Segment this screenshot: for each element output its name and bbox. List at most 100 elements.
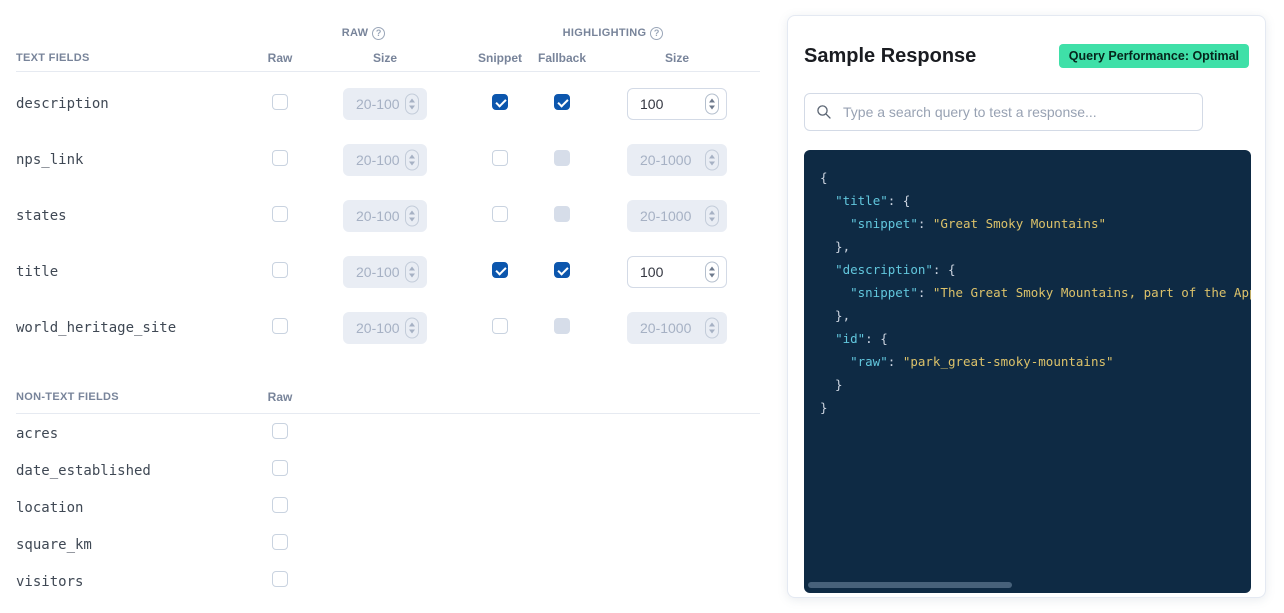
sample-response-card: Sample Response Query Performance: Optim… — [787, 15, 1266, 598]
stepper-down-icon — [409, 161, 415, 166]
non-text-fields-section-label: NON-TEXT FIELDS — [16, 390, 119, 403]
raw-size-input — [343, 200, 427, 232]
stepper-up-icon — [409, 210, 415, 215]
number-stepper — [405, 205, 419, 227]
group-header-row: RAW ? HIGHLIGHTING ? — [16, 22, 760, 44]
stepper-down-icon — [409, 329, 415, 334]
json-string: "Great Smoky Mountains" — [932, 216, 1106, 231]
raw-group-label: RAW — [341, 27, 369, 39]
snippet-checkbox[interactable] — [492, 261, 508, 278]
highlight-size-input-wrapper — [627, 144, 727, 176]
field-name: date_established — [16, 462, 151, 479]
result-fields-panel: RAW ? HIGHLIGHTING ? TEXT FIELDS Raw Siz… — [16, 0, 760, 600]
highlight-size-input[interactable] — [627, 88, 727, 120]
stepper-up-icon — [709, 210, 715, 215]
raw-size-column-header: Size — [372, 50, 397, 65]
number-stepper — [705, 317, 719, 339]
text-field-row: nps_link — [16, 132, 760, 188]
raw-column-header: Raw — [267, 389, 293, 404]
highlight-size-input-wrapper — [627, 312, 727, 344]
number-stepper — [705, 149, 719, 171]
field-name: states — [16, 208, 67, 224]
json-punctuation: } — [820, 377, 843, 392]
json-punctuation: : — [917, 285, 933, 300]
stepper-up-icon — [709, 154, 715, 159]
stepper-up-icon — [409, 322, 415, 327]
field-name: nps_link — [16, 152, 84, 168]
stepper-up-icon — [709, 98, 715, 103]
json-string: "The Great Smoky Mountains, part of the … — [932, 285, 1251, 300]
raw-checkbox[interactable] — [272, 423, 288, 439]
number-stepper[interactable] — [705, 261, 719, 283]
raw-column-header: Raw — [267, 50, 293, 65]
highlight-size-input[interactable] — [627, 256, 727, 288]
number-stepper[interactable] — [705, 93, 719, 115]
raw-size-input-wrapper — [343, 256, 427, 288]
stepper-down-icon — [409, 273, 415, 278]
json-key: "description" — [835, 262, 933, 277]
number-stepper — [405, 317, 419, 339]
text-fields-rows: description nps_linkstates title world_heri… — [16, 76, 760, 356]
stepper-down-icon — [709, 217, 715, 222]
highlight-size-input-wrapper — [627, 256, 727, 288]
json-punctuation: { — [820, 170, 828, 185]
json-key: "snippet" — [850, 216, 918, 231]
raw-size-input — [343, 144, 427, 176]
raw-size-input — [343, 312, 427, 344]
search-icon — [816, 104, 832, 125]
fallback-checkbox — [554, 317, 570, 334]
horizontal-scrollbar-thumb[interactable] — [808, 582, 1012, 588]
raw-checkbox[interactable] — [272, 497, 288, 513]
raw-checkbox[interactable] — [272, 571, 288, 587]
highlight-size-input-wrapper — [627, 200, 727, 232]
raw-group-header: RAW ? — [300, 26, 427, 40]
number-stepper — [405, 93, 419, 115]
snippet-checkbox[interactable] — [492, 93, 508, 110]
json-punctuation — [820, 285, 850, 300]
field-name: title — [16, 264, 59, 280]
stepper-up-icon — [709, 266, 715, 271]
highlight-size-column-header: Size — [664, 50, 689, 65]
highlight-size-input-wrapper — [627, 88, 727, 120]
raw-size-input-wrapper — [343, 312, 427, 344]
response-json: { "title": { "snippet": "Great Smoky Mou… — [820, 166, 1251, 419]
raw-checkbox[interactable] — [272, 534, 288, 550]
raw-checkbox[interactable] — [272, 261, 288, 278]
snippet-checkbox[interactable] — [492, 149, 508, 166]
fallback-checkbox — [554, 149, 570, 166]
raw-size-input-wrapper — [343, 144, 427, 176]
text-fields-section-label: TEXT FIELDS — [16, 51, 90, 64]
text-field-row: description — [16, 76, 760, 132]
help-icon[interactable]: ? — [372, 26, 386, 40]
raw-size-input-wrapper — [343, 88, 427, 120]
highlight-size-input — [627, 200, 727, 232]
raw-checkbox[interactable] — [272, 205, 288, 222]
raw-checkbox[interactable] — [272, 460, 288, 476]
snippet-checkbox[interactable] — [492, 317, 508, 334]
field-name: visitors — [16, 573, 84, 590]
response-code-block: { "title": { "snippet": "Great Smoky Mou… — [804, 150, 1251, 593]
card-title: Sample Response — [804, 44, 977, 67]
text-field-row: title — [16, 244, 760, 300]
json-punctuation: : — [887, 354, 903, 369]
fallback-checkbox[interactable] — [554, 261, 570, 278]
raw-checkbox[interactable] — [272, 93, 288, 110]
json-punctuation — [820, 216, 850, 231]
fallback-checkbox[interactable] — [554, 93, 570, 110]
raw-size-input — [343, 88, 427, 120]
stepper-down-icon — [409, 217, 415, 222]
text-field-row: states — [16, 188, 760, 244]
search-query-input[interactable] — [804, 93, 1203, 131]
help-icon[interactable]: ? — [650, 26, 664, 40]
field-name: description — [16, 96, 109, 112]
stepper-up-icon — [409, 154, 415, 159]
query-performance-badge: Query Performance: Optimal — [1058, 44, 1249, 68]
snippet-checkbox[interactable] — [492, 205, 508, 222]
number-stepper — [405, 261, 419, 283]
json-punctuation: } — [820, 400, 828, 415]
raw-checkbox[interactable] — [272, 317, 288, 334]
json-punctuation: }, — [820, 239, 851, 254]
field-name: world_heritage_site — [16, 320, 177, 336]
raw-checkbox[interactable] — [272, 149, 288, 166]
